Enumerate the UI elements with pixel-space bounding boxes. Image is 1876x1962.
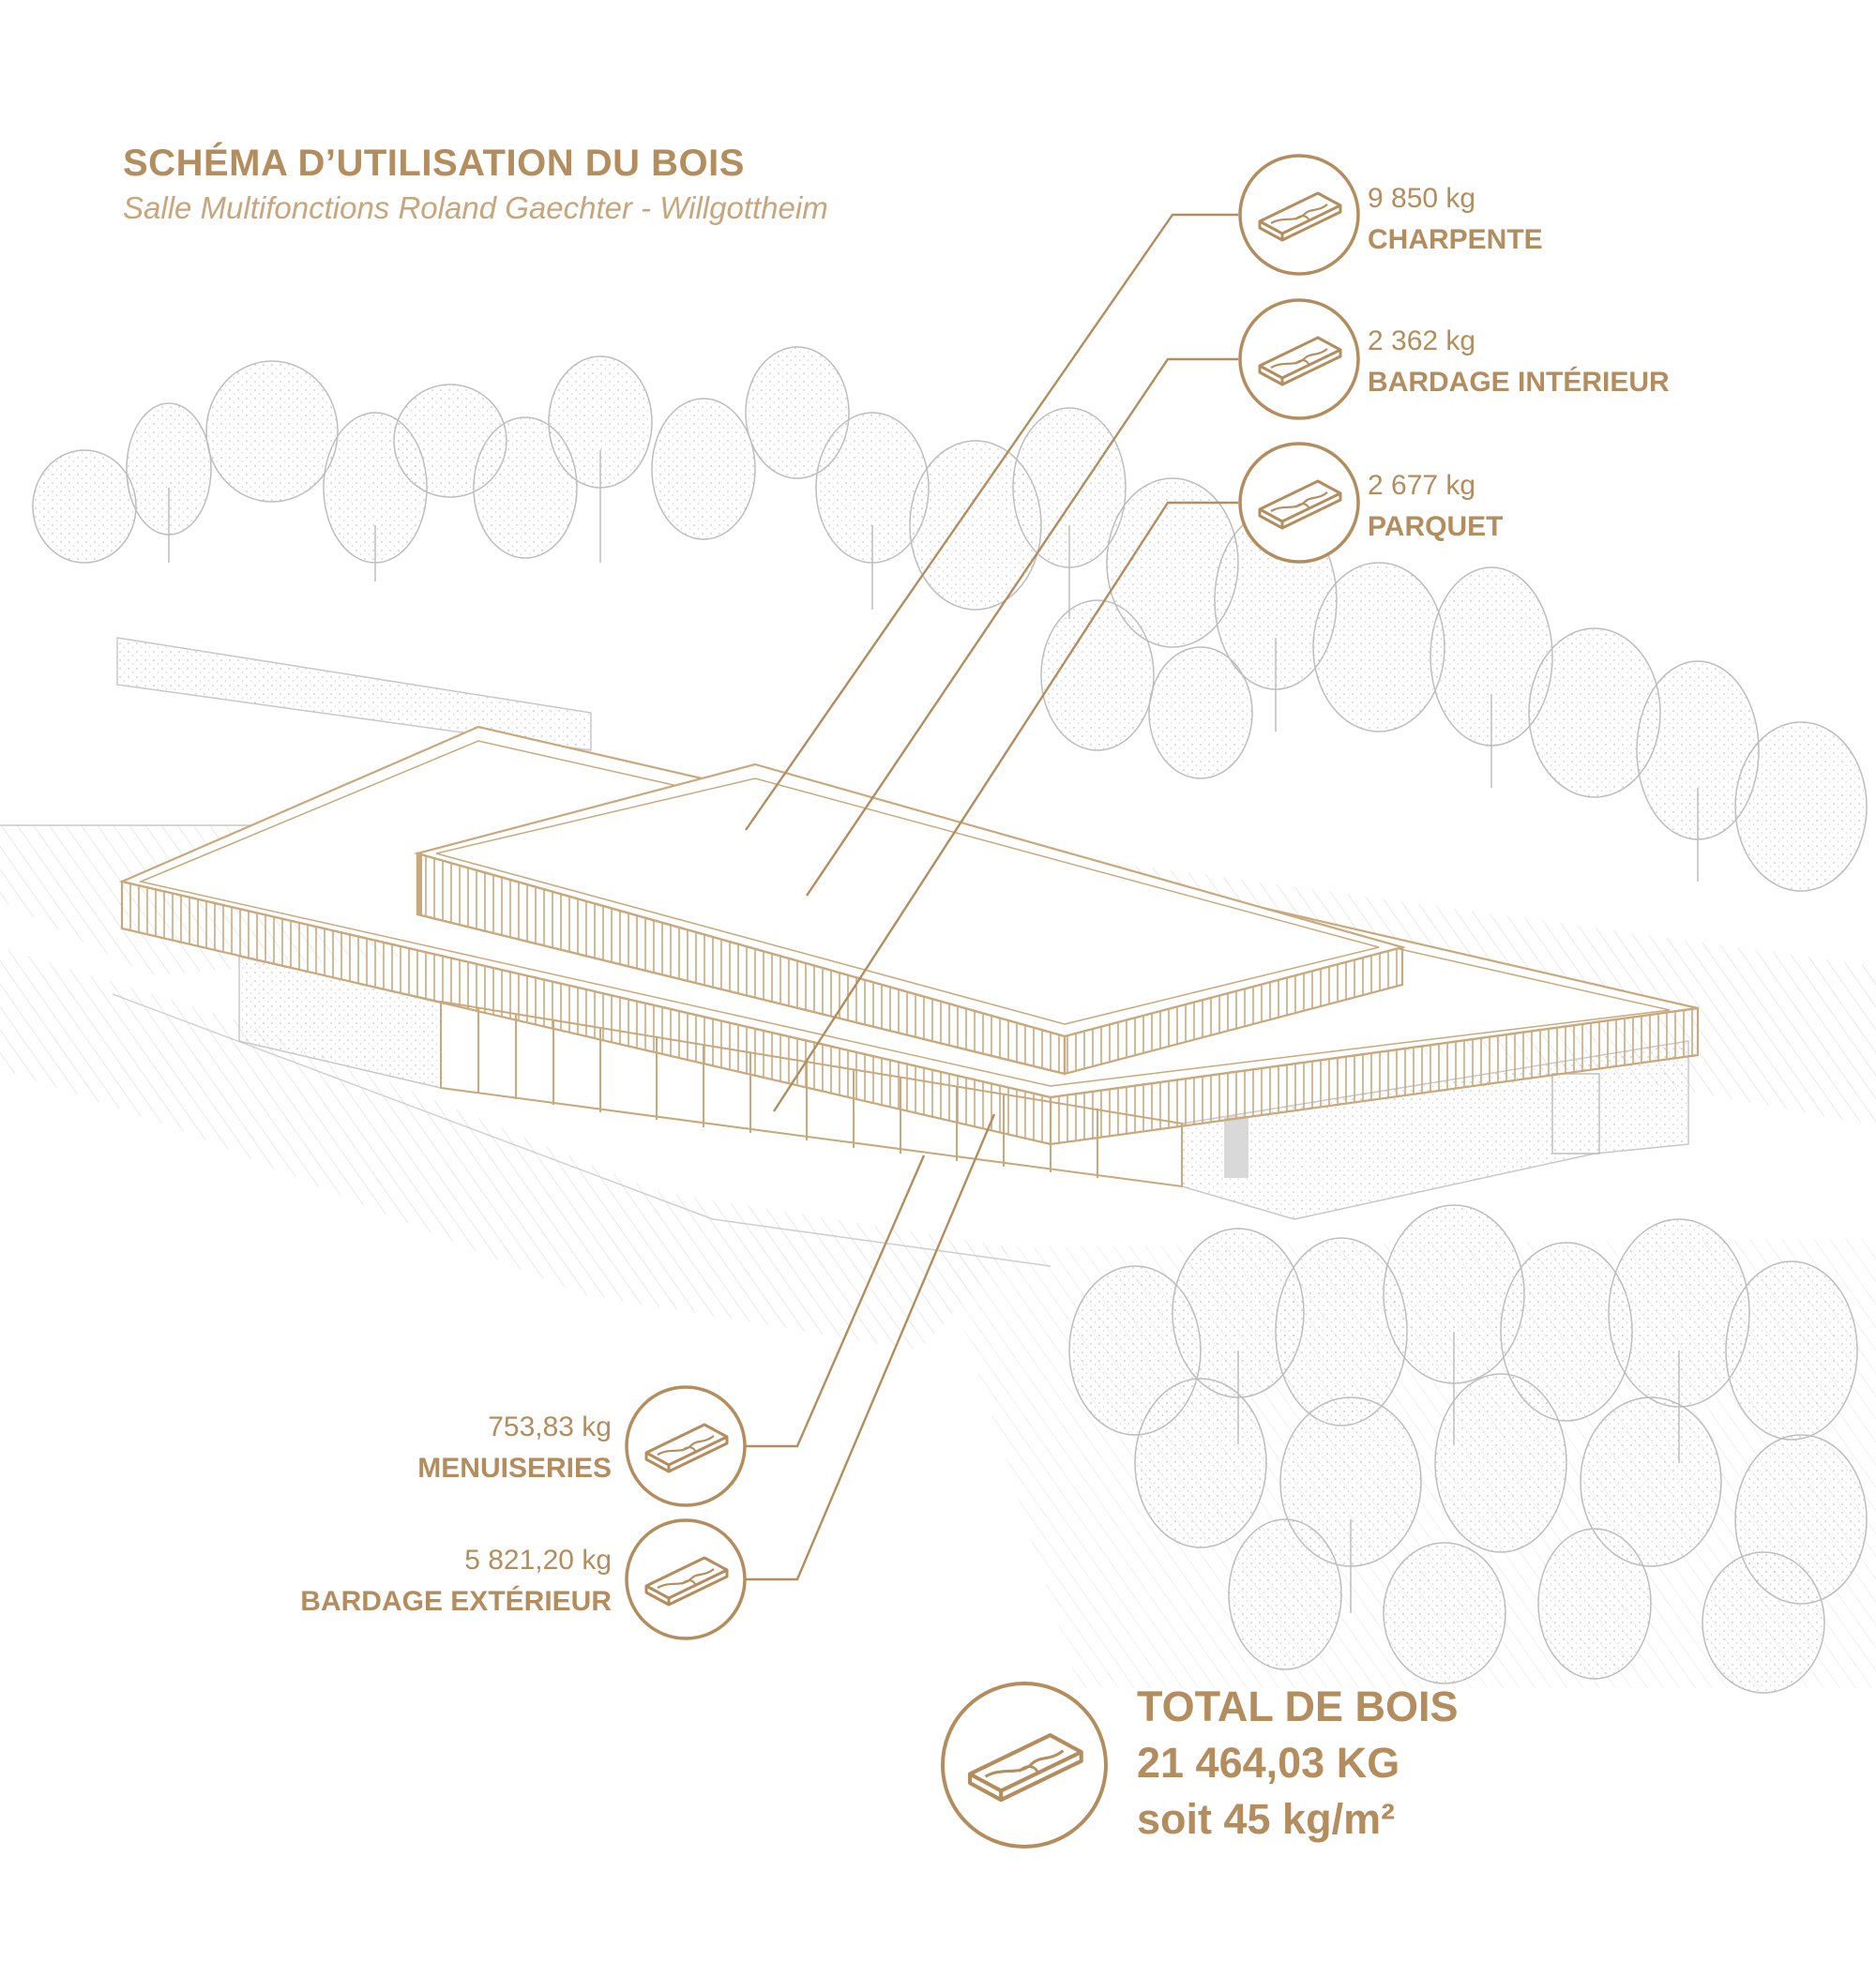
badge-bardage-exterieur <box>625 1518 747 1640</box>
total-block: TOTAL DE BOIS 21 464,03 KG soit 45 kg/m² <box>1137 1679 1459 1848</box>
weight-charpente: 9 850 kg <box>1368 183 1476 214</box>
total-ratio: soit 45 kg/m² <box>1137 1795 1396 1843</box>
label-charpente: 9 850 kg CHARPENTE <box>1368 178 1543 261</box>
badge-parquet <box>1238 442 1360 564</box>
badge-charpente <box>1238 154 1360 276</box>
diagram-title: SCHÉMA D’UTILISATION DU BOIS <box>123 143 745 184</box>
building <box>118 725 1700 1220</box>
weight-parquet: 2 677 kg <box>1368 470 1476 501</box>
leader-bardage-interieur <box>806 357 1238 897</box>
leader-charpente <box>745 213 1238 831</box>
name-charpente: CHARPENTE <box>1368 224 1543 255</box>
back-wall <box>116 637 592 751</box>
tree-foreground <box>1068 1204 1868 1694</box>
weight-bardage-exterieur: 5 821,20 kg <box>464 1545 612 1576</box>
badge-bardage-interieur <box>1238 298 1360 420</box>
total-label: TOTAL DE BOIS <box>1137 1683 1459 1730</box>
badge-menuiseries <box>625 1385 747 1507</box>
leader-bardage-exterieur <box>746 1113 996 1581</box>
name-bardage-interieur: BARDAGE INTÉRIEUR <box>1368 367 1670 398</box>
weight-bardage-interieur: 2 362 kg <box>1368 325 1476 356</box>
name-bardage-exterieur: BARDAGE EXTÉRIEUR <box>300 1586 612 1617</box>
label-menuiseries: 753,83 kg MENUISERIES <box>417 1407 612 1489</box>
total-value: 21 464,03 KG <box>1137 1739 1400 1787</box>
badge-total <box>941 1682 1108 1849</box>
diagram-subtitle: Salle Multifonctions Roland Gaechter - W… <box>123 190 828 225</box>
leader-parquet <box>772 501 1238 1112</box>
name-menuiseries: MENUISERIES <box>417 1453 612 1484</box>
leader-lines <box>745 213 1238 1581</box>
label-bardage-exterieur: 5 821,20 kg BARDAGE EXTÉRIEUR <box>300 1540 612 1622</box>
weight-menuiseries: 753,83 kg <box>488 1411 612 1442</box>
label-parquet: 2 677 kg PARQUET <box>1368 465 1503 548</box>
name-parquet: PARQUET <box>1368 511 1504 542</box>
tree-background <box>32 346 1868 892</box>
leader-menuiseries <box>746 1155 926 1448</box>
label-bardage-interieur: 2 362 kg BARDAGE INTÉRIEUR <box>1368 321 1670 403</box>
